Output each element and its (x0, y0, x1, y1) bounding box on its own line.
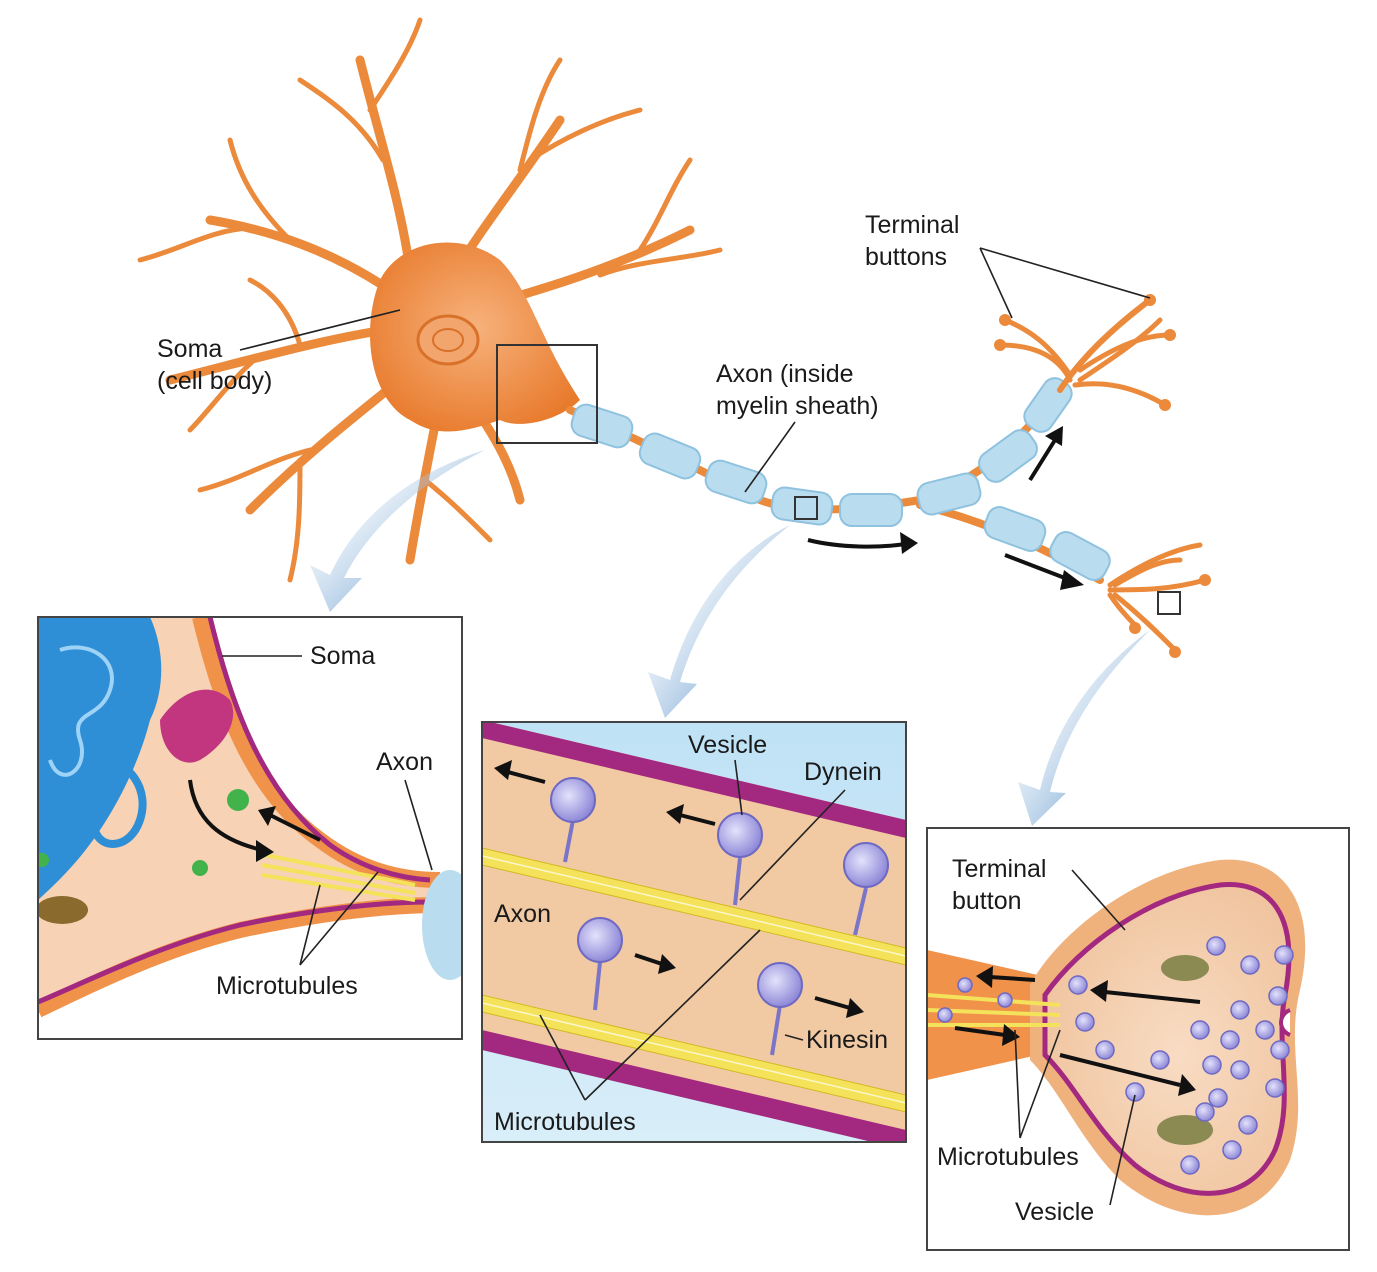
endoplasmic-reticulum (38, 617, 162, 900)
terminal-vesicles (937, 936, 1294, 1175)
label-axon-line1: Axon (inside (716, 360, 854, 388)
golgi-apparatus (160, 689, 234, 763)
label-soma-line2: (cell body) (157, 367, 272, 395)
label-axon-line2: myelin sheath) (716, 392, 879, 420)
vesicles-dynein (550, 777, 889, 936)
inset3-label-microtubules: Microtubules (937, 1143, 1079, 1171)
inset1-microtubules (261, 853, 416, 902)
leader-soma (239, 309, 401, 351)
inset-soma-frame (37, 616, 463, 1040)
inset3-label-terminal-line1: Terminal (952, 855, 1046, 883)
leader-terminal-buttons (979, 247, 1151, 319)
inset-terminal-frame (926, 827, 1350, 1251)
label-terminal-buttons-line2: buttons (865, 243, 947, 271)
callout-arrow-axon (648, 525, 790, 718)
inset1-label-microtubules: Microtubules (216, 972, 358, 1000)
vesicles-kinesin (577, 917, 803, 1056)
inset2-label-vesicle: Vesicle (688, 731, 767, 759)
inset2-label-microtubules: Microtubules (494, 1108, 636, 1136)
callout-arrows (310, 450, 1150, 826)
inset-soma (38, 617, 462, 1039)
inset2-microtubules (482, 847, 906, 1113)
inset2-label-dynein: Dynein (804, 758, 882, 786)
callout-arrow-soma (310, 450, 485, 612)
label-terminal-buttons-line1: Terminal (865, 211, 959, 239)
callout-arrow-terminal (1018, 630, 1150, 826)
label-soma-line1: Soma (157, 335, 222, 363)
leader-axon (744, 421, 796, 493)
axon-terminals-lower (1107, 542, 1211, 658)
neuron-illustration (137, 17, 1211, 826)
inset-axon (482, 722, 906, 1142)
inset1-label-soma: Soma (310, 642, 375, 670)
inset3-label-terminal-line2: button (952, 887, 1022, 915)
inset3-label-vesicle: Vesicle (1015, 1198, 1094, 1226)
axon-terminals-upper (994, 294, 1176, 411)
inset-terminal (927, 828, 1349, 1250)
terminal-zoom-box (1157, 591, 1181, 615)
nucleus (416, 314, 480, 366)
soma-zoom-box (496, 344, 598, 444)
inset-axon-frame (481, 721, 907, 1143)
transport-direction-arrows (807, 426, 1084, 590)
inset2-label-axon: Axon (494, 900, 551, 928)
axon-zoom-box (794, 496, 818, 520)
inset2-label-kinesin: Kinesin (806, 1026, 888, 1054)
inset1-label-axon: Axon (376, 748, 433, 776)
